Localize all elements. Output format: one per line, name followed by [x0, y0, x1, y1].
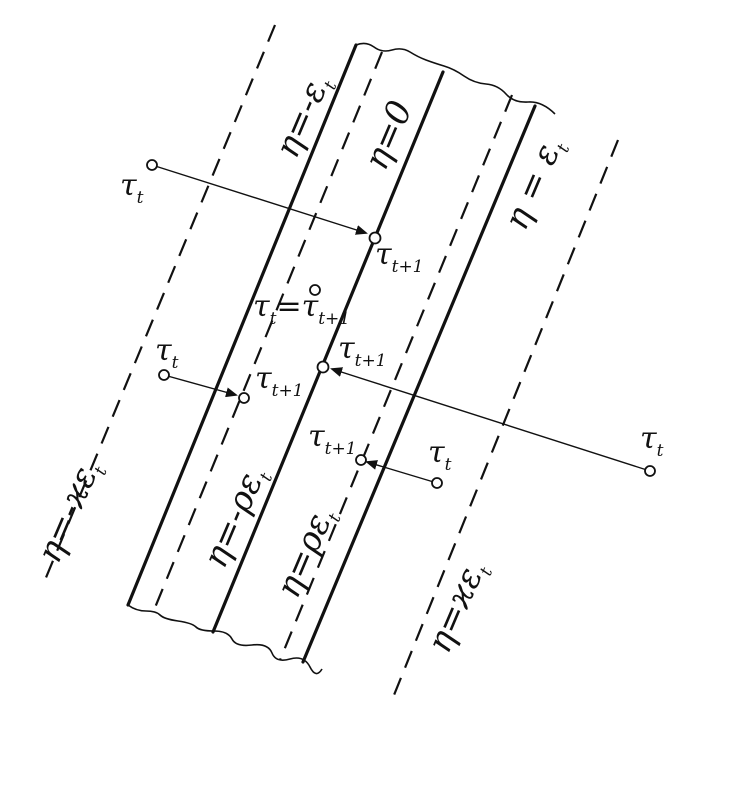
label-inner-left-solid: η=-εt [267, 69, 341, 165]
label-rho-left: η=-ρεt [195, 461, 277, 575]
point-right-long-start [644, 465, 656, 477]
label-center: η=0 [356, 95, 420, 176]
label-right-solid: η = εt [496, 132, 574, 237]
strip-bottom-edge [127, 604, 323, 675]
label-tau-equal: τt=τt+1 [253, 289, 350, 329]
trajectory-top [151, 164, 368, 235]
center-solid-line [211, 70, 445, 634]
label-tau-t1-right-short: τt+1 [308, 419, 357, 459]
left-solid-line [126, 43, 358, 607]
inner-right-dashed-line [278, 94, 514, 661]
right-solid-line [301, 104, 537, 664]
point-left-end [238, 392, 250, 404]
point-right-short-start [431, 477, 443, 489]
outer-left-dashed-line [43, 24, 277, 581]
point-center-end [316, 360, 330, 374]
label-tau-t1-center: τt+1 [338, 331, 387, 371]
label-outer-left: η=-ϰεt [29, 455, 111, 570]
label-outer-right: η=ϰεt [419, 555, 497, 660]
inner-left-dashed-line [150, 51, 384, 616]
point-equal [309, 284, 321, 296]
trajectory-left [163, 374, 238, 398]
outer-right-dashed-line [390, 139, 620, 701]
label-tau-t-right-long: τt [640, 421, 664, 461]
point-left-start [158, 369, 170, 381]
strip-top-edge [355, 42, 556, 115]
trajectory-right-long [330, 367, 651, 472]
label-tau-t-right-short: τt [428, 435, 452, 475]
label-tau-t-left: τt [155, 333, 179, 373]
point-right-short-end [355, 454, 367, 466]
point-top-start [146, 159, 158, 171]
point-top-end [368, 231, 382, 245]
label-tau-t1-left: τt+1 [255, 361, 304, 401]
label-tau-t-top: τt [120, 168, 144, 208]
label-tau-t1-top: τt+1 [375, 237, 424, 277]
trajectory-right-short [365, 460, 438, 484]
